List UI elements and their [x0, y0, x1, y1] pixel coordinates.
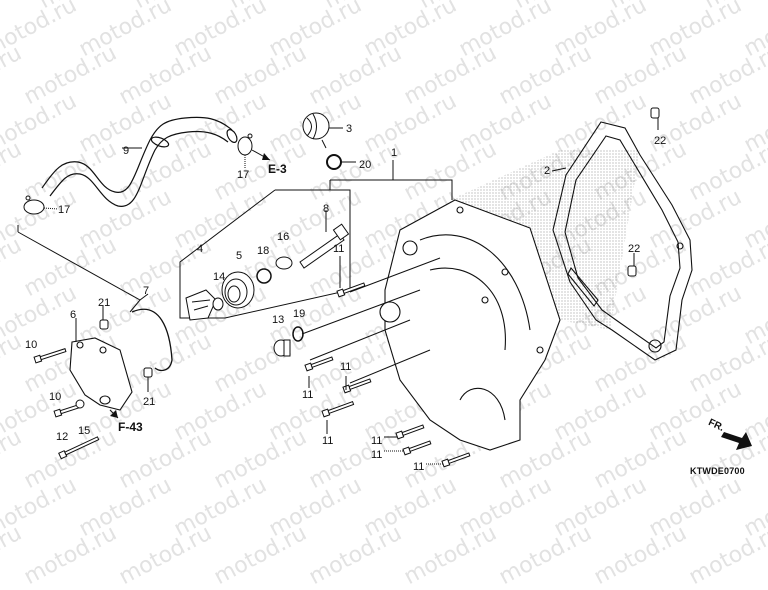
reference-label-f-43: F-43 — [118, 420, 143, 434]
part-callout-21: 21 — [98, 297, 111, 309]
part-callout-9: 9 — [123, 145, 130, 157]
part-callout-6: 6 — [70, 309, 77, 321]
part-callout-16: 16 — [277, 231, 290, 243]
o-ring-20 — [326, 154, 342, 170]
o-ring-7 — [131, 308, 173, 372]
bolts — [33, 282, 471, 468]
part-callout-11: 11 — [413, 461, 425, 473]
part-callout-11: 11 — [333, 243, 345, 255]
part-callout-12: 12 — [56, 431, 69, 443]
pump-cover-6 — [69, 337, 133, 411]
part-callout-22: 22 — [654, 135, 667, 147]
gasket-2 — [552, 121, 693, 361]
hose-clamp-17b — [237, 133, 253, 156]
part-callout-14: 14 — [213, 271, 226, 283]
reference-label-e-3: E-3 — [268, 162, 287, 176]
part-callout-20: 20 — [359, 159, 372, 171]
part-callout-11: 11 — [302, 389, 314, 401]
diagram-code: KTWDE0700 — [690, 466, 745, 476]
dowel-pin-21a — [99, 319, 109, 330]
part-callout-11: 11 — [340, 361, 352, 373]
part-callout-3: 3 — [346, 123, 353, 135]
dowel-pin-21b — [143, 367, 153, 378]
seal-14 — [212, 297, 224, 311]
water-hose — [41, 116, 238, 207]
washer-15 — [75, 399, 85, 409]
pump-shaft-8 — [299, 223, 350, 269]
hose-clamp-17a — [23, 195, 45, 215]
part-callout-22: 22 — [628, 243, 641, 255]
crankcase-cover-1 — [379, 199, 561, 451]
part-callout-8: 8 — [323, 203, 330, 215]
part-callout-18: 18 — [257, 245, 270, 257]
part-callout-19: 19 — [293, 308, 306, 320]
bearing-18 — [256, 268, 272, 284]
cap-3 — [302, 112, 330, 149]
part-callout-5: 5 — [236, 250, 243, 262]
front-direction-arrow — [721, 432, 752, 450]
part-callout-11: 11 — [371, 449, 383, 461]
part-callout-21: 21 — [143, 396, 156, 408]
part-callout-11: 11 — [322, 435, 334, 447]
dowel-pin-22a — [650, 107, 660, 119]
part-callout-2: 2 — [544, 165, 551, 177]
part-callout-13: 13 — [272, 314, 285, 326]
mechanical-seal-5 — [221, 271, 255, 309]
drain-plug-13 — [273, 339, 291, 357]
part-callout-10: 10 — [25, 339, 38, 351]
washer-16 — [275, 256, 293, 270]
parts-diagram — [17, 107, 752, 468]
part-callout-17: 17 — [237, 169, 250, 181]
o-ring-19 — [292, 326, 304, 342]
impeller-4 — [185, 289, 217, 321]
part-callout-10: 10 — [49, 391, 62, 403]
part-callout-15: 15 — [78, 425, 91, 437]
part-callout-7: 7 — [143, 285, 150, 297]
part-callout-4: 4 — [197, 243, 204, 255]
part-callout-1: 1 — [391, 147, 398, 159]
part-callout-11: 11 — [371, 435, 383, 447]
part-callout-17: 17 — [58, 204, 71, 216]
dowel-pin-22b — [627, 265, 637, 277]
